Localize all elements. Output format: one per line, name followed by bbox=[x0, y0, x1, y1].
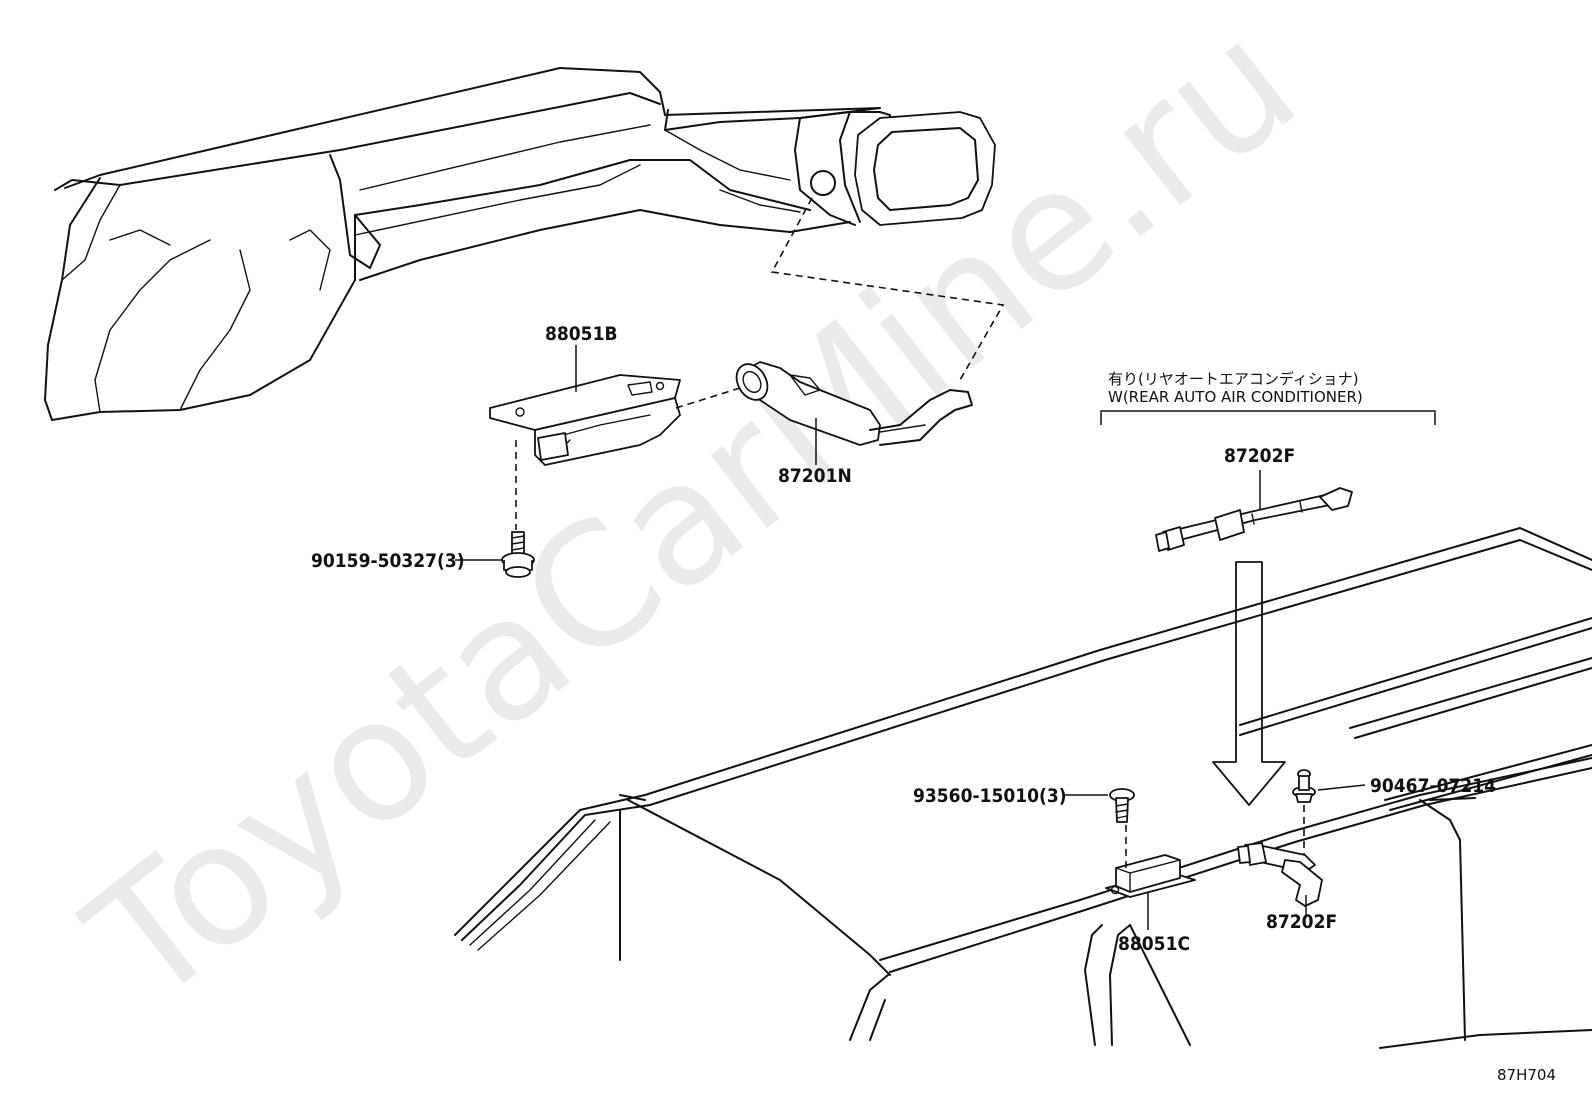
label-87202f-bottom: 87202F bbox=[1266, 911, 1337, 933]
label-87201n: 87201N bbox=[778, 465, 852, 487]
part-88051c-bracket bbox=[1105, 854, 1196, 898]
air-duct bbox=[44, 67, 996, 421]
part-87202f-sensor-top bbox=[1155, 487, 1353, 552]
figure-code: 87H704 bbox=[1497, 1066, 1556, 1084]
condition-english: W(REAR AUTO AIR CONDITIONER) bbox=[1108, 388, 1363, 406]
part-93560-screw bbox=[1109, 788, 1135, 823]
label-90159-50327: 90159-50327(3) bbox=[311, 550, 465, 572]
label-87202f-top: 87202F bbox=[1224, 445, 1295, 467]
part-90159-bolt bbox=[501, 531, 535, 578]
vehicle-roof-body bbox=[454, 527, 1592, 1049]
label-90467-07214: 90467-07214 bbox=[1370, 775, 1496, 797]
part-88051b-bracket bbox=[489, 374, 681, 466]
part-87202f-installed bbox=[1237, 842, 1323, 907]
label-93560-15010: 93560-15010(3) bbox=[913, 785, 1067, 807]
part-90467-clip bbox=[1292, 769, 1316, 803]
part-87201n-aspirator bbox=[735, 361, 973, 446]
condition-bracket bbox=[1100, 410, 1436, 425]
label-88051b: 88051B bbox=[545, 323, 618, 345]
install-arrow bbox=[1212, 561, 1286, 806]
label-88051c: 88051C bbox=[1118, 933, 1190, 955]
condition-japanese: 有り(リヤオートエアコンディショナ) bbox=[1108, 370, 1359, 388]
